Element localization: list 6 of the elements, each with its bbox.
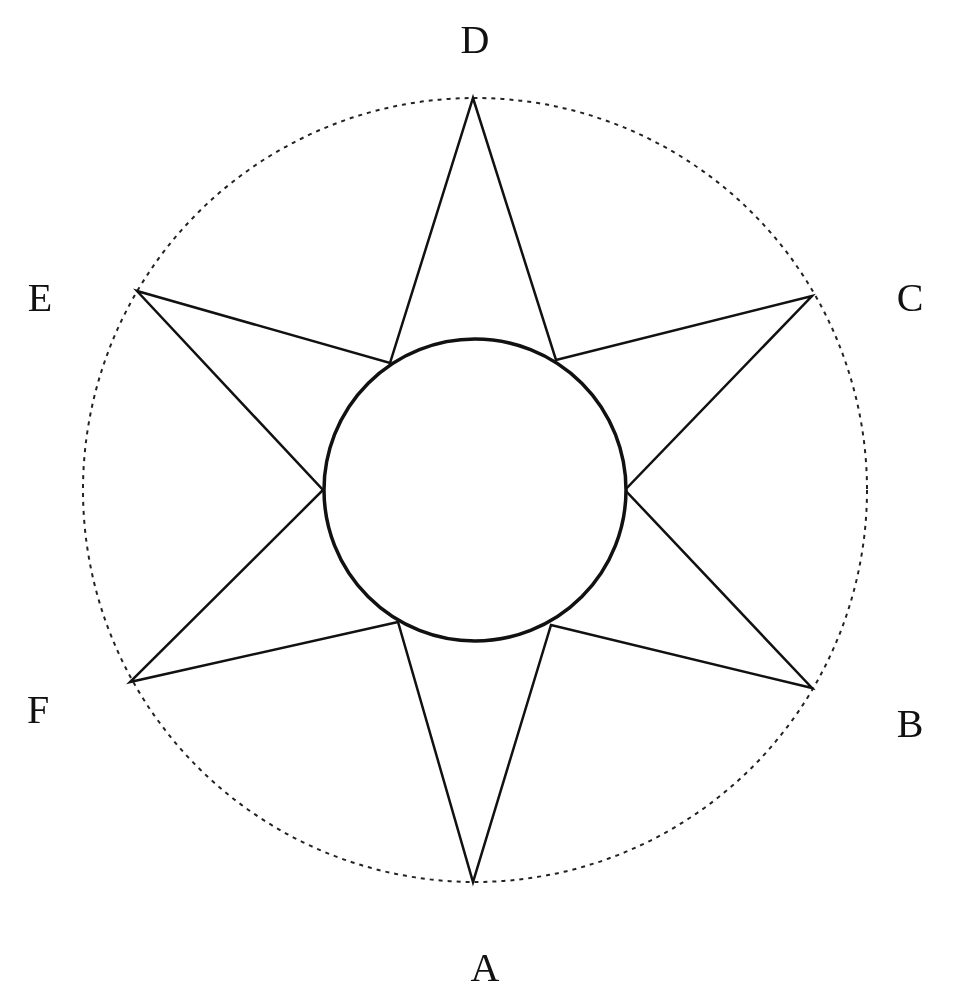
vertex-label: B <box>896 704 924 744</box>
vertex-label: E <box>27 278 53 318</box>
vertex-label: C <box>896 278 924 318</box>
vertex-label: D <box>460 20 490 60</box>
vertex-label: F <box>26 690 50 730</box>
vertex-label: A <box>470 948 500 988</box>
